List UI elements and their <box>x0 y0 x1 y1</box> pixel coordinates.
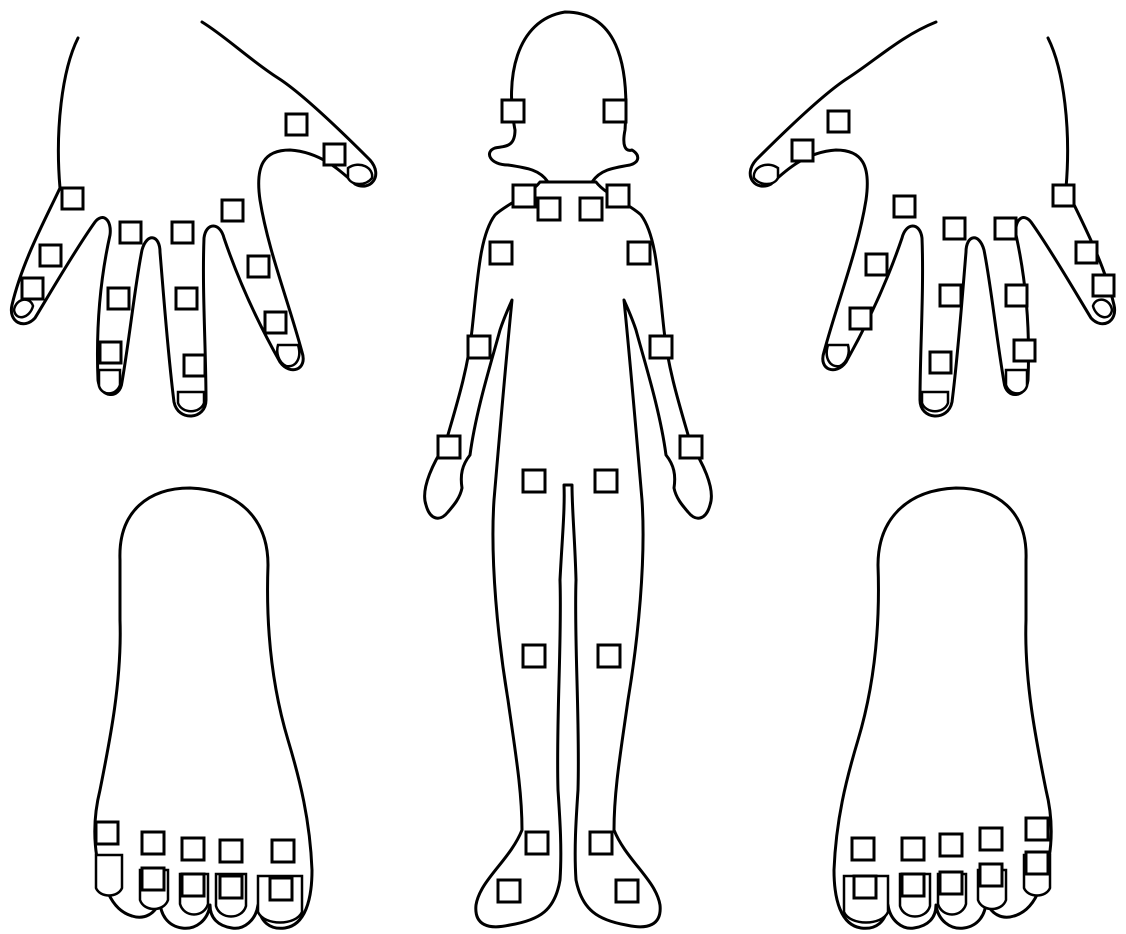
marker-square <box>108 288 129 309</box>
marker-square <box>944 218 965 239</box>
marker-square <box>513 185 535 207</box>
marker-square <box>850 308 871 329</box>
marker-square <box>940 834 962 856</box>
nail-icon <box>754 165 778 184</box>
marker-square <box>628 242 650 264</box>
marker-square <box>182 838 204 860</box>
marker-square <box>616 880 638 902</box>
marker-square <box>523 470 545 492</box>
marker-square <box>272 840 294 862</box>
marker-square <box>940 285 961 306</box>
right-foot-figure <box>834 488 1051 928</box>
body-figure <box>425 12 712 927</box>
marker-square <box>142 832 164 854</box>
nail-icon <box>178 392 204 411</box>
marker-square <box>607 185 629 207</box>
marker-square <box>930 352 951 373</box>
marker-square <box>980 864 1002 886</box>
marker-square <box>650 336 672 358</box>
marker-square <box>172 222 193 243</box>
nail-icon <box>1006 370 1027 393</box>
marker-square <box>265 312 286 333</box>
marker-square <box>590 832 612 854</box>
marker-square <box>1026 818 1048 840</box>
marker-square <box>142 868 164 890</box>
marker-square <box>222 200 243 221</box>
marker-square <box>792 140 813 161</box>
nail-icon <box>922 392 948 411</box>
marker-square <box>286 114 307 135</box>
marker-square <box>182 874 204 896</box>
left-hand-figure <box>11 22 375 416</box>
marker-square <box>595 470 617 492</box>
marker-square <box>1014 340 1035 361</box>
marker-square <box>438 436 460 458</box>
marker-square <box>980 828 1002 850</box>
marker-square <box>120 222 141 243</box>
marker-square <box>598 645 620 667</box>
marker-square <box>902 874 924 896</box>
nail-icon <box>99 370 120 393</box>
marker-square <box>523 645 545 667</box>
right-hand-figure <box>750 22 1114 416</box>
marker-square <box>220 840 242 862</box>
nail-icon <box>348 165 372 184</box>
nail-icon <box>827 345 849 366</box>
marker-square <box>1076 242 1097 263</box>
marker-square <box>940 872 962 894</box>
marker-square <box>1026 852 1048 874</box>
marker-square <box>62 188 83 209</box>
marker-square <box>866 254 887 275</box>
marker-square <box>538 198 560 220</box>
marker-square <box>96 822 118 844</box>
marker-square <box>995 218 1016 239</box>
marker-square <box>854 876 876 898</box>
marker-square <box>604 100 626 122</box>
marker-square <box>270 878 292 900</box>
marker-square <box>176 288 197 309</box>
marker-square <box>220 876 242 898</box>
marker-square <box>22 278 43 299</box>
marker-square <box>502 100 524 122</box>
marker-square <box>680 436 702 458</box>
marker-square <box>1006 285 1027 306</box>
marker-square <box>1093 275 1114 296</box>
head-outline <box>489 12 637 182</box>
marker-square <box>852 838 874 860</box>
marker-square <box>40 245 61 266</box>
marker-square <box>248 256 269 277</box>
marker-square <box>324 144 345 165</box>
marker-square <box>1053 185 1074 206</box>
left-foot-figure <box>95 488 312 928</box>
toe-icon <box>96 855 122 896</box>
body-outline <box>425 182 712 927</box>
marker-square <box>498 880 520 902</box>
marker-square <box>526 832 548 854</box>
marker-square <box>468 336 490 358</box>
right-foot-outline <box>834 488 1051 928</box>
marker-square <box>490 242 512 264</box>
marker-square <box>894 196 915 217</box>
marker-square <box>100 342 121 363</box>
nail-icon <box>277 345 299 366</box>
marker-square <box>580 198 602 220</box>
marker-square <box>184 355 205 376</box>
marker-square <box>828 111 849 132</box>
marker-square <box>902 838 924 860</box>
